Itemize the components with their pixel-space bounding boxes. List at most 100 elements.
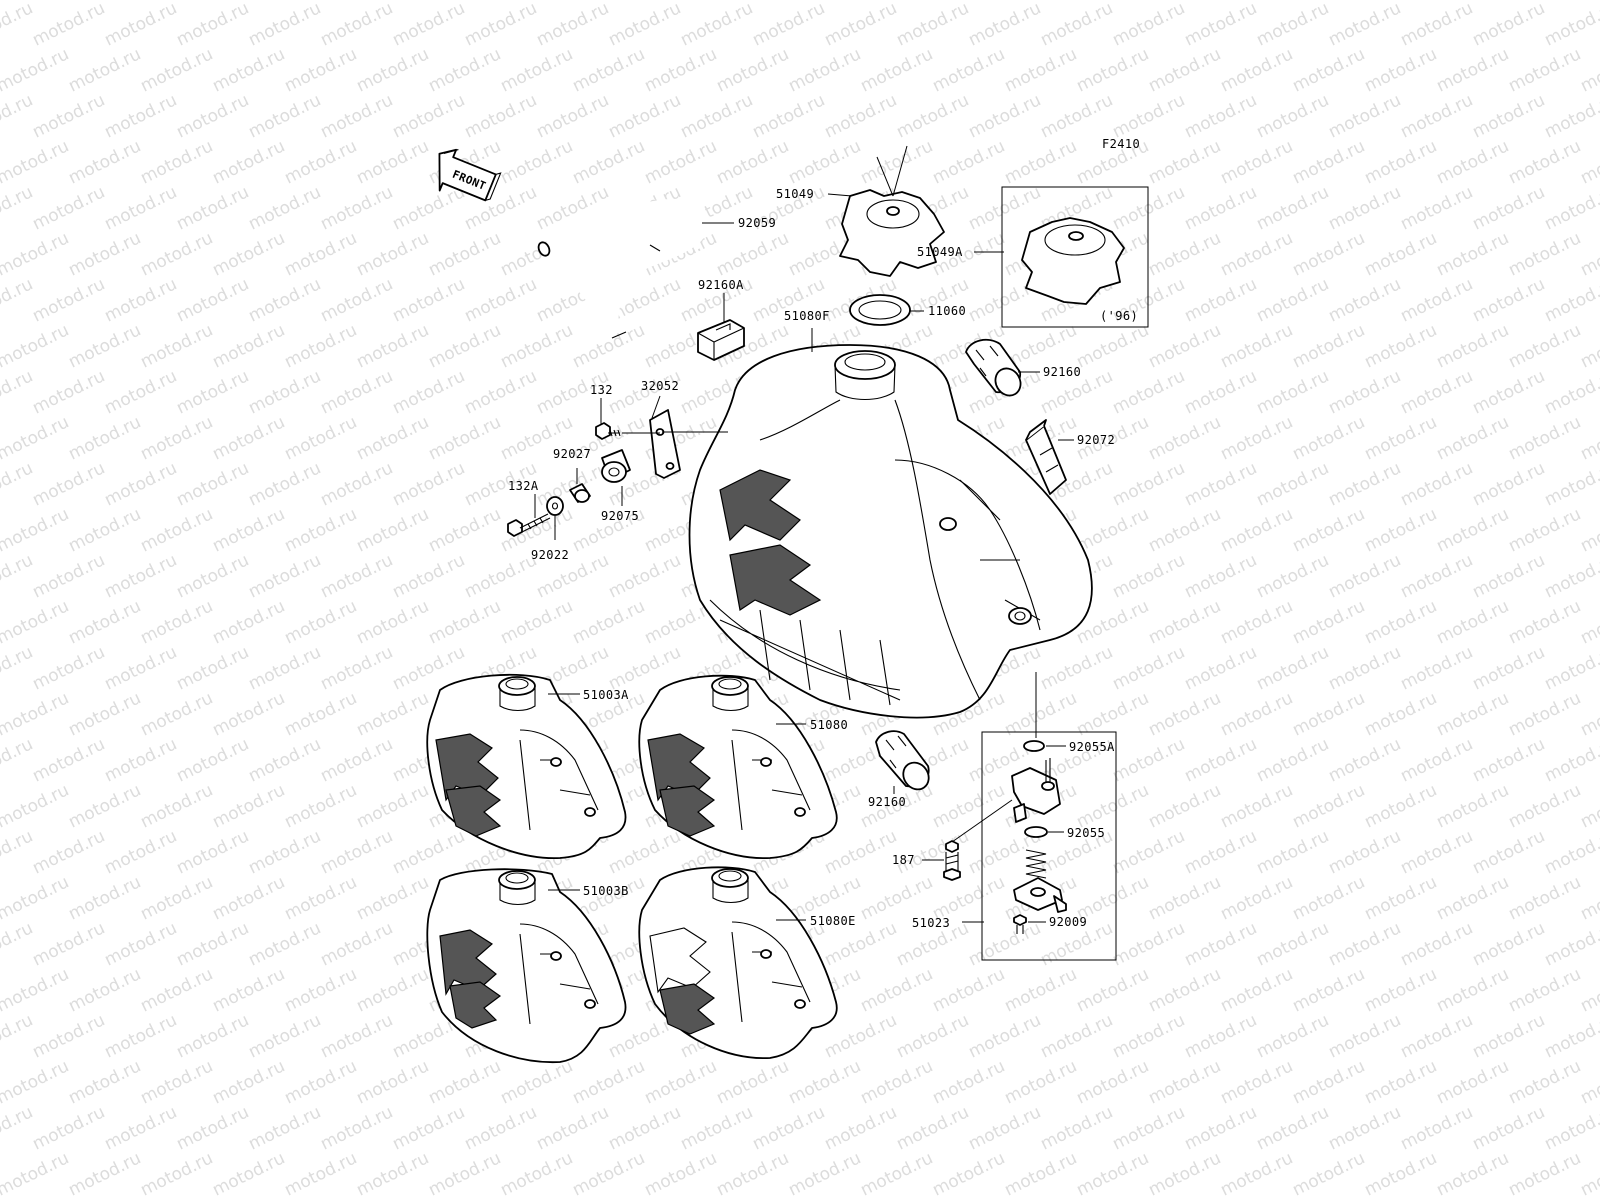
- watermark-text: motod.ru: [101, 458, 180, 510]
- callout-11060: 11060: [928, 304, 966, 318]
- watermark-text: motod.ru: [1253, 1010, 1332, 1062]
- watermark-text: motod.ru: [1109, 366, 1188, 418]
- callout-92027: 92027: [553, 447, 591, 461]
- watermark-text: motod.ru: [1433, 688, 1512, 740]
- watermark-text: motod.ru: [425, 0, 504, 4]
- watermark-text: motod.ru: [245, 366, 324, 418]
- watermark-text: motod.ru: [1001, 1148, 1080, 1200]
- watermark-text: motod.ru: [317, 1010, 396, 1062]
- watermark-text: motod.ru: [1217, 1056, 1296, 1108]
- watermark-text: motod.ru: [1397, 550, 1476, 602]
- watermark-text: motod.ru: [929, 0, 1008, 4]
- watermark-text: motod.ru: [1181, 0, 1260, 50]
- watermark-text: motod.ru: [1181, 550, 1260, 602]
- watermark-text: motod.ru: [929, 136, 1008, 188]
- watermark-text: motod.ru: [1433, 0, 1512, 4]
- watermark-text: motod.ru: [1325, 918, 1404, 970]
- watermark-text: motod.ru: [389, 1102, 468, 1154]
- watermark-text: motod.ru: [353, 504, 432, 556]
- watermark-text: motod.ru: [1217, 504, 1296, 556]
- watermark-text: motod.ru: [389, 826, 468, 878]
- watermark-text: motod.ru: [1145, 872, 1224, 924]
- watermark-text: motod.ru: [1469, 90, 1548, 142]
- callout-92075: 92075: [601, 509, 639, 523]
- watermark-text: motod.ru: [1073, 504, 1152, 556]
- watermark-text: motod.ru: [0, 274, 36, 326]
- watermark-text: motod.ru: [1361, 964, 1440, 1016]
- watermark-text: motod.ru: [0, 872, 72, 924]
- fuel-tank-51003B: [426, 868, 627, 1064]
- watermark-text: motod.ru: [821, 1102, 900, 1154]
- watermark-text: motod.ru: [1397, 366, 1476, 418]
- watermark-text: motod.ru: [317, 90, 396, 142]
- watermark-text: motod.ru: [1505, 780, 1584, 832]
- watermark-text: motod.ru: [857, 44, 936, 96]
- watermark-text: motod.ru: [281, 1056, 360, 1108]
- watermark-text: motod.ru: [173, 550, 252, 602]
- watermark-text: motod.ru: [1397, 274, 1476, 326]
- watermark-text: motod.ru: [1469, 918, 1548, 970]
- watermark-text: motod.ru: [65, 0, 144, 4]
- watermark-text: motod.ru: [1217, 872, 1296, 924]
- callout-51003A: 51003A: [583, 688, 629, 702]
- watermark-text: motod.ru: [533, 458, 612, 510]
- watermark-text: motod.ru: [1217, 780, 1296, 832]
- watermark-text: motod.ru: [209, 320, 288, 372]
- watermark-text: motod.ru: [0, 90, 36, 142]
- watermark-text: motod.ru: [281, 504, 360, 556]
- watermark-text: motod.ru: [929, 780, 1008, 832]
- watermark-text: motod.ru: [137, 228, 216, 280]
- watermark-text: motod.ru: [137, 596, 216, 648]
- watermark-text: motod.ru: [1289, 0, 1368, 4]
- watermark-text: motod.ru: [1505, 320, 1584, 372]
- watermark-text: motod.ru: [605, 550, 684, 602]
- leader-187-to-cock: [951, 799, 1013, 843]
- watermark-text: motod.ru: [281, 320, 360, 372]
- watermark-text: motod.ru: [1289, 964, 1368, 1016]
- watermark-text: motod.ru: [389, 458, 468, 510]
- watermark-text: motod.ru: [29, 182, 108, 234]
- watermark-text: motod.ru: [1073, 1148, 1152, 1200]
- watermark-text: motod.ru: [425, 412, 504, 464]
- leader-51049: [827, 193, 853, 197]
- watermark-text: motod.ru: [0, 0, 72, 4]
- watermark-text: motod.ru: [713, 44, 792, 96]
- watermark-text: motod.ru: [1109, 826, 1188, 878]
- watermark-text: motod.ru: [1541, 734, 1600, 786]
- watermark-text: motod.ru: [749, 1102, 828, 1154]
- watermark-text: motod.ru: [1469, 0, 1548, 50]
- watermark-text: motod.ru: [137, 0, 216, 4]
- watermark-text: motod.ru: [605, 90, 684, 142]
- watermark-text: motod.ru: [1145, 136, 1224, 188]
- o-ring-92055: [1024, 826, 1048, 838]
- watermark-text: motod.ru: [1361, 136, 1440, 188]
- watermark-text: motod.ru: [1577, 504, 1600, 556]
- watermark-text: motod.ru: [1469, 366, 1548, 418]
- watermark-text: motod.ru: [389, 366, 468, 418]
- callout-92072: 92072: [1077, 433, 1115, 447]
- watermark-text: motod.ru: [1037, 642, 1116, 694]
- o-ring-92055A: [1023, 740, 1045, 752]
- watermark-text: motod.ru: [1181, 918, 1260, 970]
- watermark-text: motod.ru: [29, 918, 108, 970]
- watermark-text: motod.ru: [209, 412, 288, 464]
- watermark-text: motod.ru: [1325, 274, 1404, 326]
- watermark-text: motod.ru: [893, 1102, 972, 1154]
- watermark-text: motod.ru: [1541, 1102, 1600, 1154]
- watermark-text: motod.ru: [101, 918, 180, 970]
- watermark-text: motod.ru: [137, 136, 216, 188]
- watermark-text: motod.ru: [1361, 780, 1440, 832]
- watermark-text: motod.ru: [821, 90, 900, 142]
- watermark-text: motod.ru: [1541, 0, 1600, 50]
- watermark-text: motod.ru: [1253, 274, 1332, 326]
- watermark-text: motod.ru: [1037, 0, 1116, 50]
- watermark-text: motod.ru: [245, 550, 324, 602]
- watermark-text: motod.ru: [317, 1102, 396, 1154]
- fuel-tank-51003A: [426, 673, 627, 859]
- watermark-text: motod.ru: [281, 596, 360, 648]
- watermark-text: motod.ru: [173, 0, 252, 50]
- watermark-text: motod.ru: [1289, 504, 1368, 556]
- watermark-text: motod.ru: [137, 964, 216, 1016]
- watermark-text: motod.ru: [1505, 44, 1584, 96]
- collar-92027: [569, 483, 591, 503]
